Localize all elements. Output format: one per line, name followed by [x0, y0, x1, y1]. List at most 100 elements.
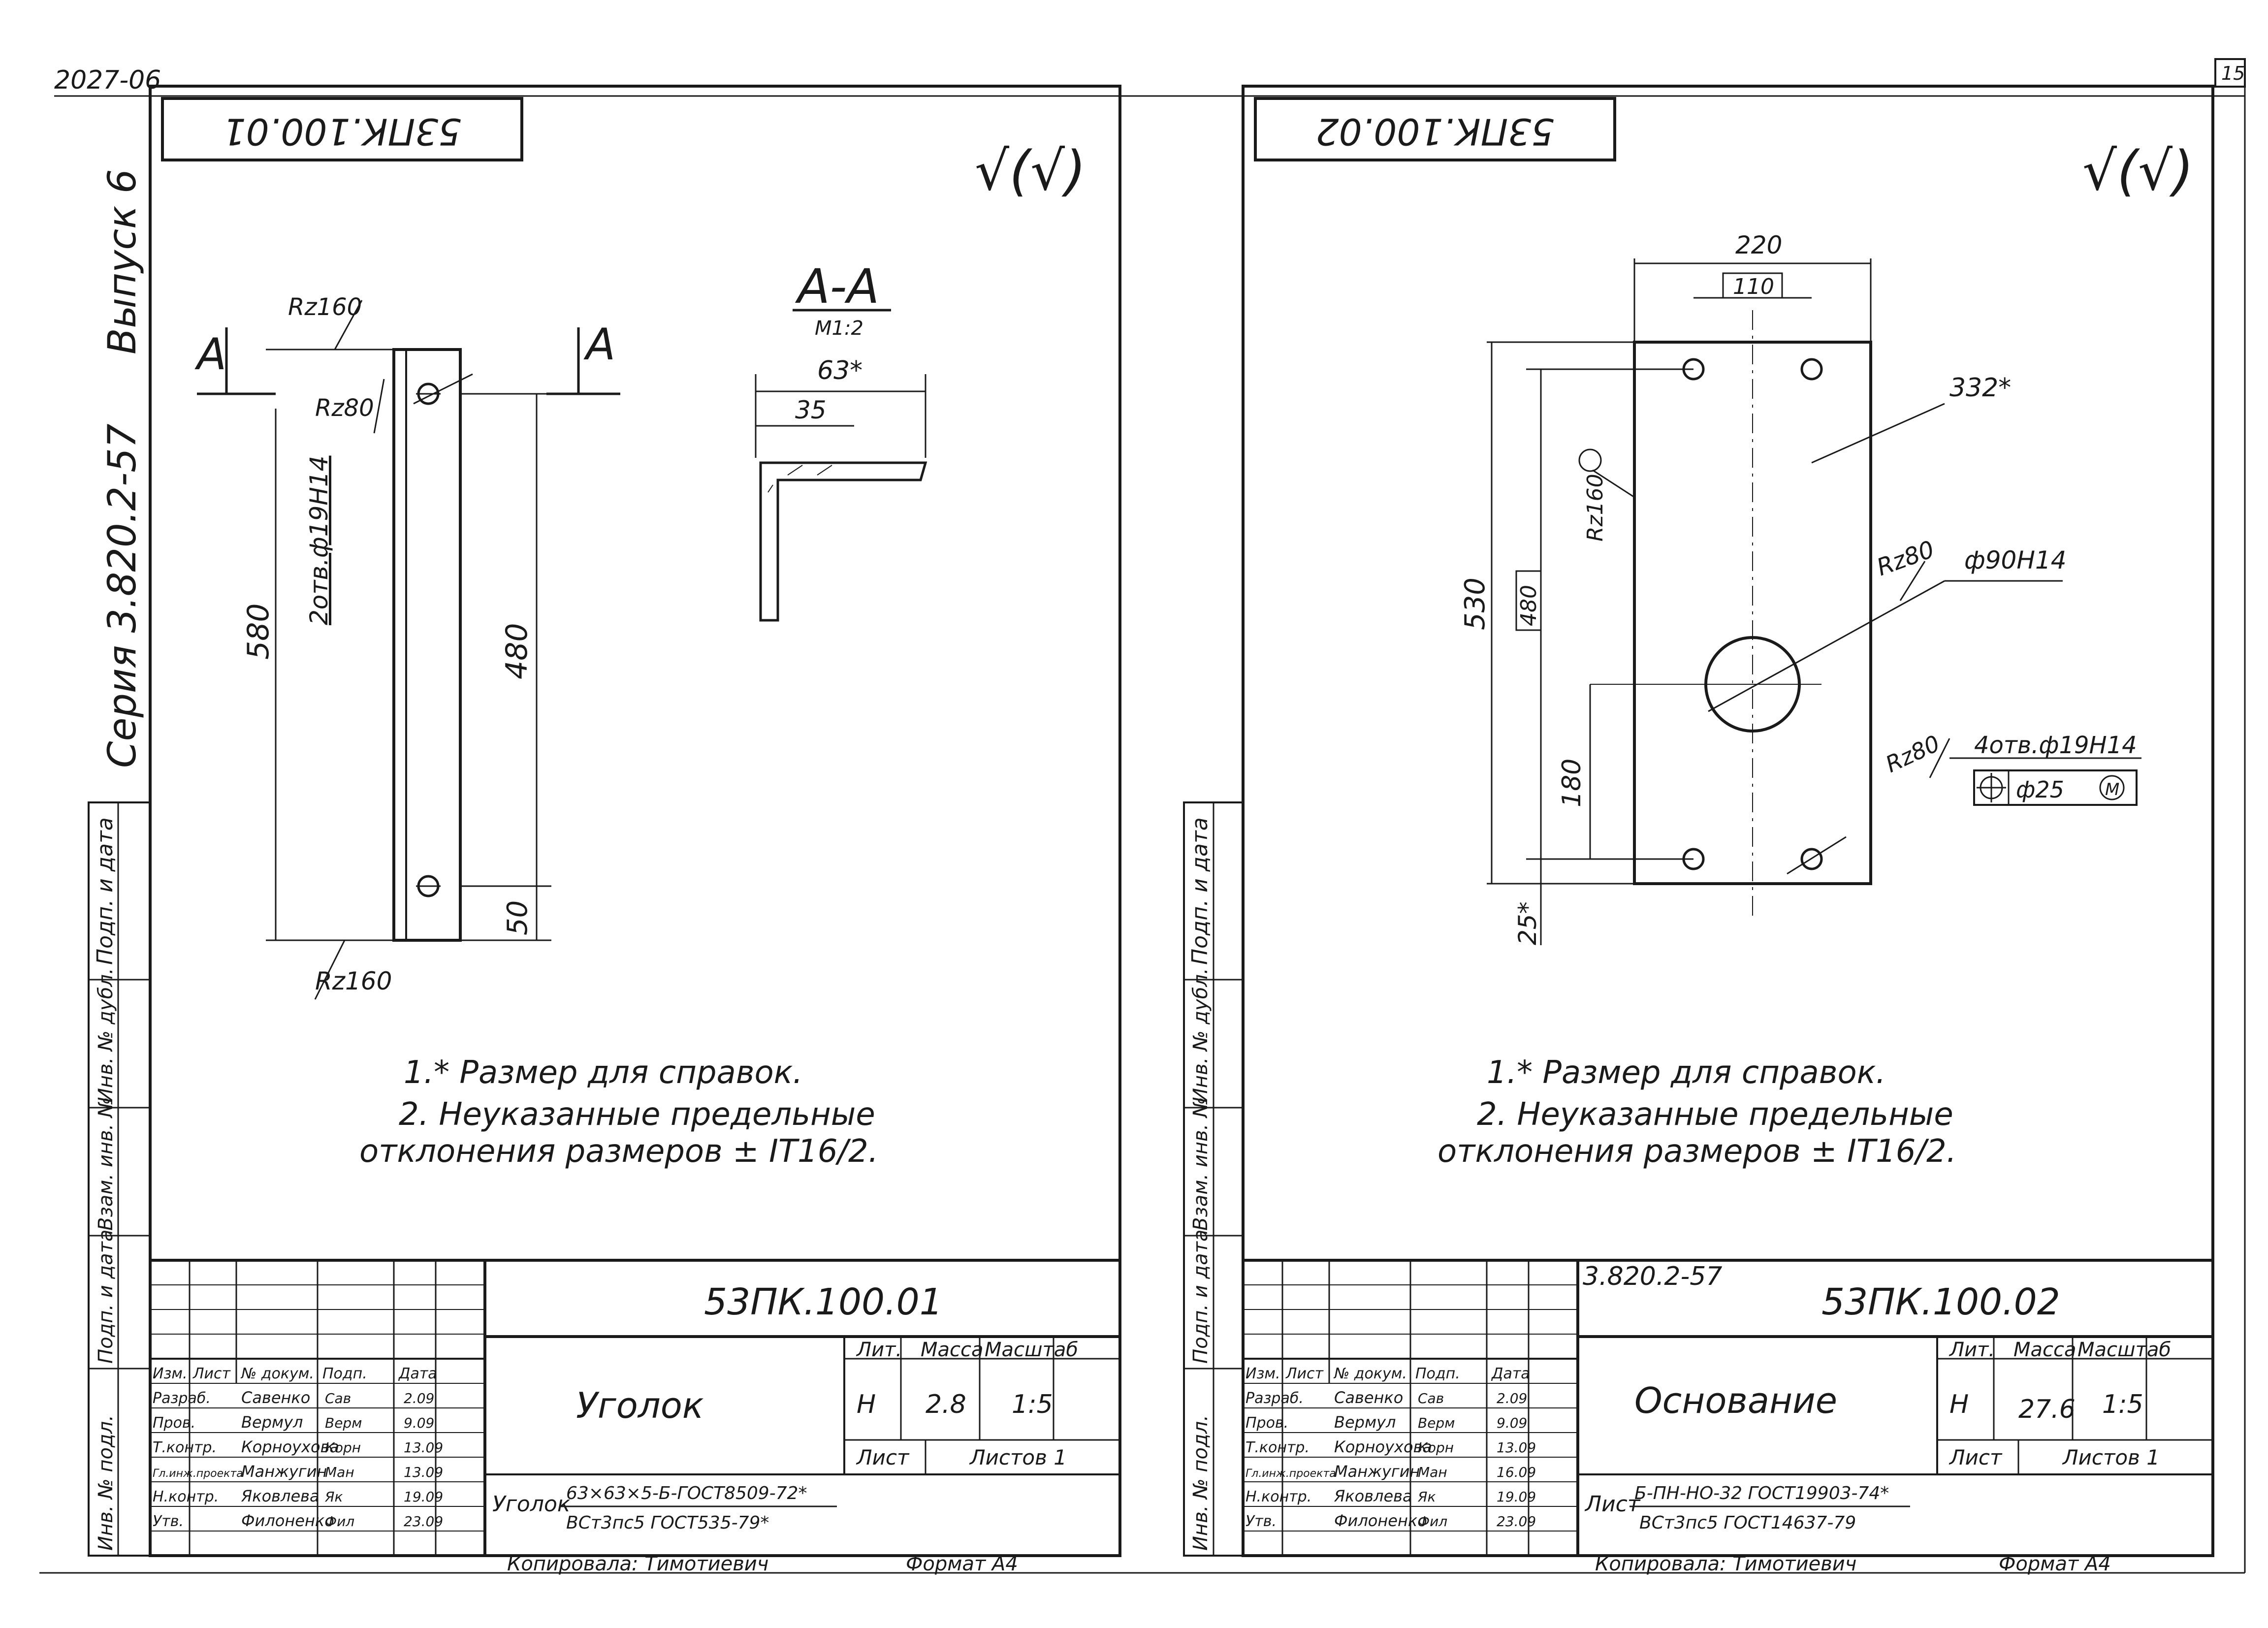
base-plate-view: [1633, 341, 1872, 885]
holes-callout: 4отв.ф19Н14: [1974, 732, 2137, 759]
row-date: 23.09: [404, 1513, 443, 1530]
side-stamp-label: Инв. № подл.: [1189, 1415, 1212, 1551]
col-header: Изм.: [1246, 1365, 1280, 1382]
side-stamp-label: Инв. № дубл.: [1189, 968, 1212, 1103]
sheets-label: Листов 1: [969, 1445, 1067, 1469]
row-sign: Корн: [325, 1439, 361, 1456]
col-header: Лист: [1285, 1365, 1324, 1382]
row-name: Яковлева: [1334, 1487, 1412, 1505]
signature-grid: [1243, 1260, 1578, 1556]
angle-section-profile: [759, 461, 927, 622]
col-header: Дата: [398, 1365, 437, 1382]
holes-callout: 2отв.ф19Н14: [305, 456, 333, 625]
series-label: Серия 3.820.2-57: [100, 424, 145, 768]
dim-flange-width: 63*: [817, 356, 862, 385]
title-block: 53ПК.100.01 Уголок Лит. Масса Масштаб Н …: [150, 1259, 1120, 1575]
roughness-symbol: √(√): [975, 139, 1086, 202]
row-sign: Сав: [1418, 1390, 1444, 1406]
row-sign: Ман: [325, 1464, 354, 1480]
copied-by: Копировала: Тимотиевич: [1595, 1553, 1856, 1575]
col-header: Подп.: [1415, 1365, 1460, 1382]
row-role: Гл.инж.проекта: [153, 1468, 243, 1480]
stamp-code-box: [1254, 97, 1616, 161]
col-header: Лист: [192, 1365, 231, 1382]
material-top: Б-ПН-НО-32 ГОСТ19903-74*: [1634, 1483, 1889, 1503]
material-prefix: Лист: [1584, 1492, 1641, 1517]
material-top: 63×63×5-Б-ГОСТ8509-72*: [566, 1483, 807, 1503]
row-role: Пров.: [1246, 1414, 1288, 1432]
side-stamp-left: Подп. и дата Инв. № дубл. Взам. инв. № П…: [88, 801, 151, 1557]
position-modifier: M: [2105, 780, 2119, 799]
row-date: 13.09: [404, 1439, 443, 1456]
header-scale: Масштаб: [2077, 1339, 2171, 1361]
row-name: Манжугин: [1334, 1462, 1420, 1481]
format-label: Формат А4: [906, 1553, 1018, 1575]
mount-hole: [1800, 358, 1823, 381]
row-date: 16.09: [1497, 1464, 1536, 1480]
dim-between-holes: 480: [1516, 585, 1541, 626]
sheet-label: Лист: [1949, 1445, 2003, 1469]
side-stamp-label: Инв. № дубл.: [95, 968, 117, 1103]
corner-code: 2027-06: [54, 65, 161, 95]
dim-bottom-offset: 50: [502, 900, 534, 935]
dim-between-holes: 480: [500, 623, 534, 679]
side-stamp-right: Подп. и дата Инв. № дубл. Взам. инв. № П…: [1183, 801, 1244, 1557]
scale-value: 1:5: [1012, 1390, 1053, 1419]
scale-value: 1:5: [2102, 1390, 2143, 1419]
row-date: 19.09: [404, 1489, 443, 1505]
row-name: Яковлева: [241, 1487, 319, 1505]
col-header: Подп.: [322, 1365, 367, 1382]
section-letter-right: А: [583, 319, 615, 370]
signature-rows: Разраб. Савенко Сав 2.09 Пров. Вермул Ве…: [153, 1388, 443, 1530]
rz-hole: Rz80: [315, 394, 374, 422]
title-designation: 53ПК.100.02: [1821, 1281, 2060, 1323]
lit-value: Н: [857, 1390, 876, 1419]
row-date: 13.09: [1497, 1439, 1536, 1456]
sheet-right: 53ПК.100.02 √(√) ф90Н14 Rz80 220 110 332…: [1242, 85, 2214, 1575]
dim-hole-spacing: 110: [1733, 274, 1774, 299]
note-line: 1.* Размер для справок.: [1487, 1054, 1886, 1091]
side-stamp-label: Подп. и дата: [1189, 1230, 1212, 1364]
row-role: Утв.: [153, 1513, 184, 1530]
row-sign: Корн: [1418, 1439, 1454, 1456]
title-block: 3.820.2-57 53ПК.100.02 Основание Лит. Ма…: [1243, 1259, 2213, 1575]
rz-bottom: Rz160: [315, 967, 392, 995]
sheet-left: 53ПК.100.01 √(√) А-А А А 580 480 50 Rz16…: [149, 85, 1121, 1575]
note-line: 2. Неуказанные предельные: [399, 1096, 875, 1133]
row-sign: Як: [1417, 1489, 1436, 1505]
row-sign: Ман: [1418, 1464, 1447, 1480]
section-letter-left: А: [194, 329, 226, 380]
header-lit: Лит.: [1949, 1339, 1995, 1361]
row-name: Савенко: [1334, 1388, 1403, 1407]
dim-height: 530: [1459, 577, 1491, 630]
material-prefix: Уголок: [492, 1492, 571, 1517]
row-date: 2.09: [404, 1390, 434, 1406]
side-stamp-label: Подп. и дата: [95, 1230, 117, 1364]
row-sign: Сав: [325, 1390, 351, 1406]
row-role: Т.контр.: [153, 1439, 217, 1456]
format-label: Формат А4: [1999, 1553, 2111, 1575]
row-name: Корноухова: [241, 1437, 339, 1456]
note-line: 2. Неуказанные предельные: [1477, 1096, 1953, 1133]
row-name: Савенко: [241, 1388, 310, 1407]
stamp-code-rotated: 53ПК.100.01: [223, 110, 462, 152]
dim-width: 220: [1735, 231, 1782, 259]
stamp-code-rotated: 53ПК.100.02: [1316, 110, 1555, 152]
sheets-label: Листов 1: [2062, 1445, 2160, 1469]
row-sign: Як: [324, 1489, 343, 1505]
header-scale: Масштаб: [985, 1339, 1078, 1361]
note-line: 1.* Размер для справок.: [404, 1054, 803, 1091]
page-number: 15: [2221, 63, 2245, 84]
position-tolerance: ф25: [2016, 776, 2064, 803]
row-date: 23.09: [1497, 1513, 1536, 1530]
row-role: Т.контр.: [1246, 1439, 1310, 1456]
row-role: Н.контр.: [153, 1488, 219, 1505]
dim-overall: 580: [241, 603, 276, 660]
row-name: Вермул: [241, 1413, 303, 1432]
center-hole-callout: ф90Н14: [1964, 546, 2067, 575]
row-role: Утв.: [1246, 1513, 1277, 1530]
title-part-name: Уголок: [576, 1385, 703, 1426]
material-bottom: ВСт3пс5 ГОСТ535-79*: [566, 1513, 769, 1533]
roughness-symbol: √(√): [2082, 139, 2194, 202]
